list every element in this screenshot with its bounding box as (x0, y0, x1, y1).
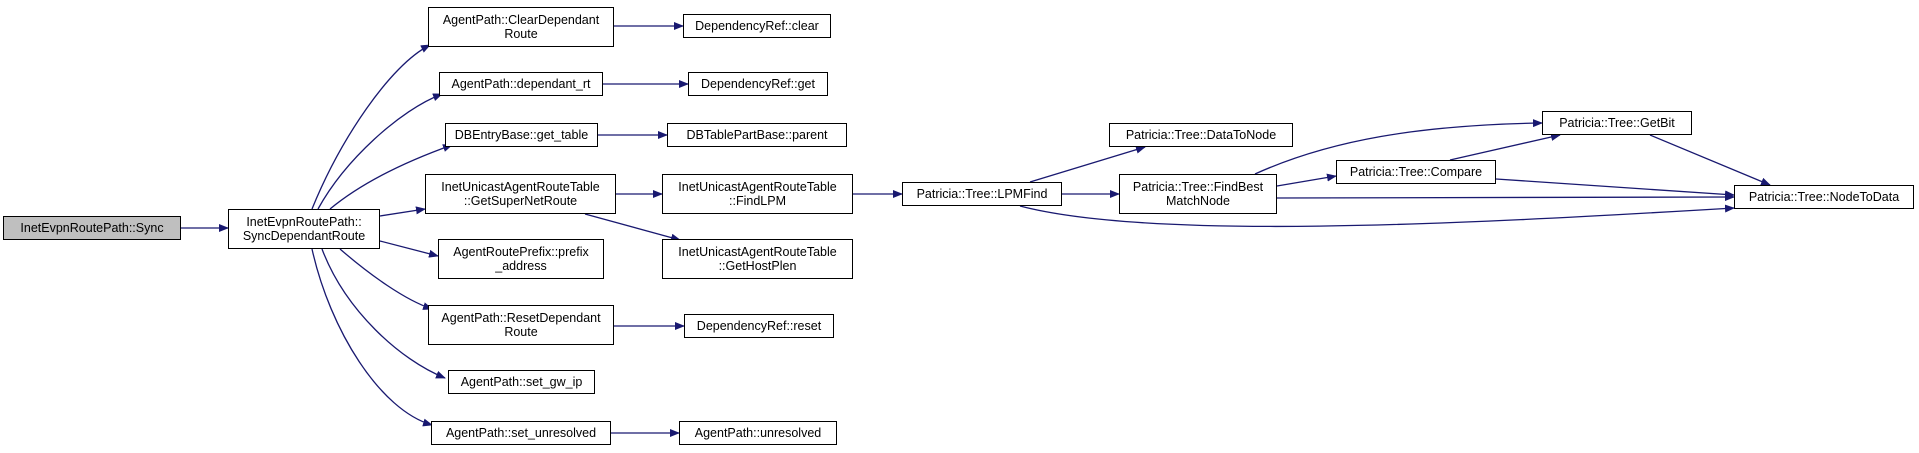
node-prefix-address[interactable]: AgentRoutePrefix::prefix _address (438, 239, 604, 279)
edge-compare-to-get-bit (1449, 133, 1561, 161)
node-compare[interactable]: Patricia::Tree::Compare (1336, 160, 1496, 184)
edge-lpm-find-to-data-to-node (1029, 145, 1146, 183)
edge-sdr-to-clear-dependant-route (311, 44, 431, 210)
node-reset-dependant-route[interactable]: AgentPath::ResetDependant Route (428, 305, 614, 345)
node-find-best-match-node[interactable]: Patricia::Tree::FindBest MatchNode (1119, 174, 1277, 214)
node-get-super-net-route[interactable]: InetUnicastAgentRouteTable ::GetSuperNet… (425, 174, 616, 214)
node-dependant-rt[interactable]: AgentPath::dependant_rt (439, 72, 603, 96)
node-find-lpm[interactable]: InetUnicastAgentRouteTable ::FindLPM (662, 174, 853, 214)
edge-sdr-to-get-table (329, 144, 453, 210)
node-set-unresolved[interactable]: AgentPath::set_unresolved (431, 421, 611, 445)
node-get-table[interactable]: DBEntryBase::get_table (445, 123, 598, 147)
node-node-to-data[interactable]: Patricia::Tree::NodeToData (1734, 185, 1914, 209)
node-dependency-ref-get[interactable]: DependencyRef::get (688, 72, 828, 96)
edge-sdr-to-set-unresolved (311, 248, 433, 427)
edge-find-best-to-node-to-data (1276, 193, 1735, 202)
node-dependency-ref-reset[interactable]: DependencyRef::reset (684, 314, 834, 338)
edge-super-net-to-get-host-plen (584, 213, 681, 242)
node-get-host-plen[interactable]: InetUnicastAgentRouteTable ::GetHostPlen (662, 239, 853, 279)
edge-sdr-to-reset-dependant-route (339, 248, 433, 310)
node-sync[interactable]: InetEvpnRoutePath::Sync (3, 216, 181, 240)
edge-compare-to-node-to-data (1495, 178, 1735, 199)
edge-sdr-to-prefix-address (379, 240, 439, 258)
node-db-table-part-base-parent[interactable]: DBTablePartBase::parent (667, 123, 847, 147)
node-sync-dependant-route[interactable]: InetEvpnRoutePath:: SyncDependantRoute (228, 209, 380, 249)
edge-sdr-to-dependant-rt (317, 93, 443, 210)
edge-get-bit-to-node-to-data (1649, 134, 1771, 186)
node-lpm-find[interactable]: Patricia::Tree::LPMFind (902, 182, 1062, 206)
edge-sdr-to-set-gw-ip (321, 248, 446, 379)
node-agent-path-unresolved[interactable]: AgentPath::unresolved (679, 421, 837, 445)
edge-find-best-to-get-bit (1254, 119, 1543, 175)
node-get-bit[interactable]: Patricia::Tree::GetBit (1542, 111, 1692, 135)
edge-lpm-find-to-node-to-data (1019, 204, 1735, 228)
edge-find-best-to-compare (1276, 173, 1337, 187)
node-data-to-node[interactable]: Patricia::Tree::DataToNode (1109, 123, 1293, 147)
edge-sdr-to-get-super-net-route (379, 206, 426, 217)
node-clear-dependant-route[interactable]: AgentPath::ClearDependant Route (428, 7, 614, 47)
node-set-gw-ip[interactable]: AgentPath::set_gw_ip (448, 370, 595, 394)
node-dependency-ref-clear[interactable]: DependencyRef::clear (683, 14, 831, 38)
